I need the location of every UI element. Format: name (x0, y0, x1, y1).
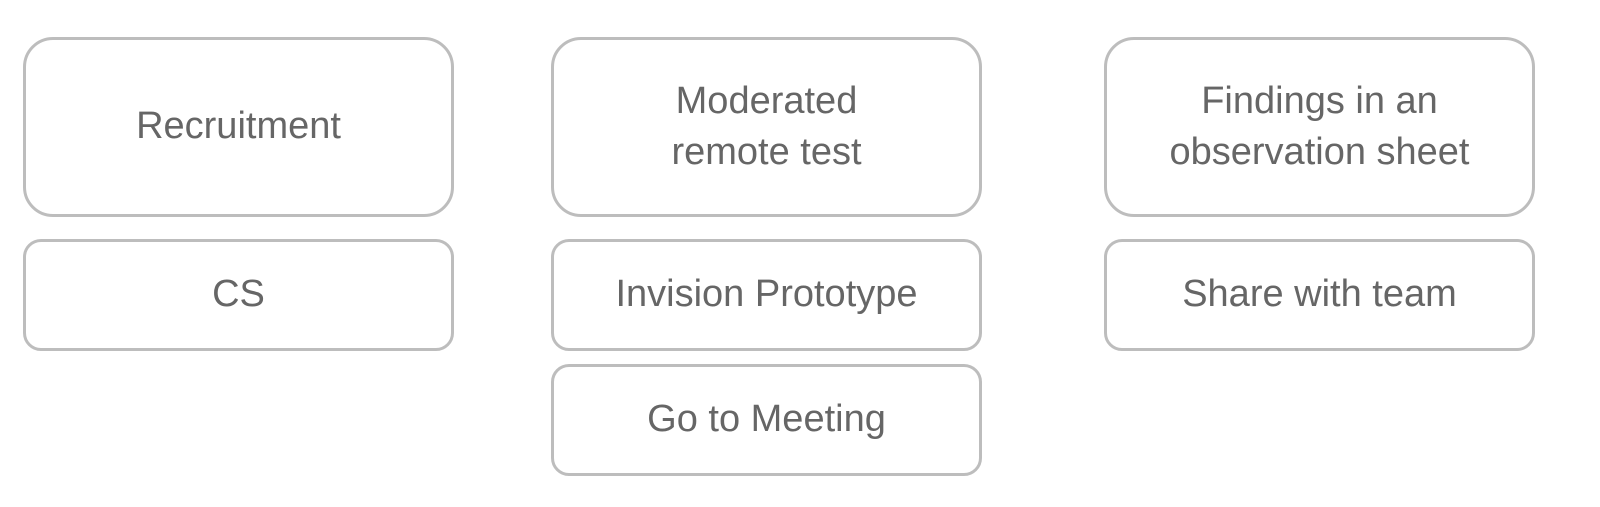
findings-box: Findings in an observation sheet (1104, 37, 1535, 217)
moderated-remote-test-box: Moderated remote test (551, 37, 982, 217)
go-to-meeting-label: Go to Meeting (647, 398, 886, 441)
cs-label: CS (212, 273, 265, 316)
share-with-team-label: Share with team (1182, 273, 1457, 316)
share-with-team-box: Share with team (1104, 239, 1535, 351)
go-to-meeting-box: Go to Meeting (551, 364, 982, 476)
recruitment-label: Recruitment (136, 105, 341, 148)
findings-label: Findings in an observation sheet (1169, 79, 1470, 173)
moderated-remote-test-label: Moderated remote test (671, 79, 862, 173)
invision-prototype-box: Invision Prototype (551, 239, 982, 351)
cs-box: CS (23, 239, 454, 351)
invision-prototype-label: Invision Prototype (615, 273, 918, 316)
recruitment-box: Recruitment (23, 37, 454, 217)
